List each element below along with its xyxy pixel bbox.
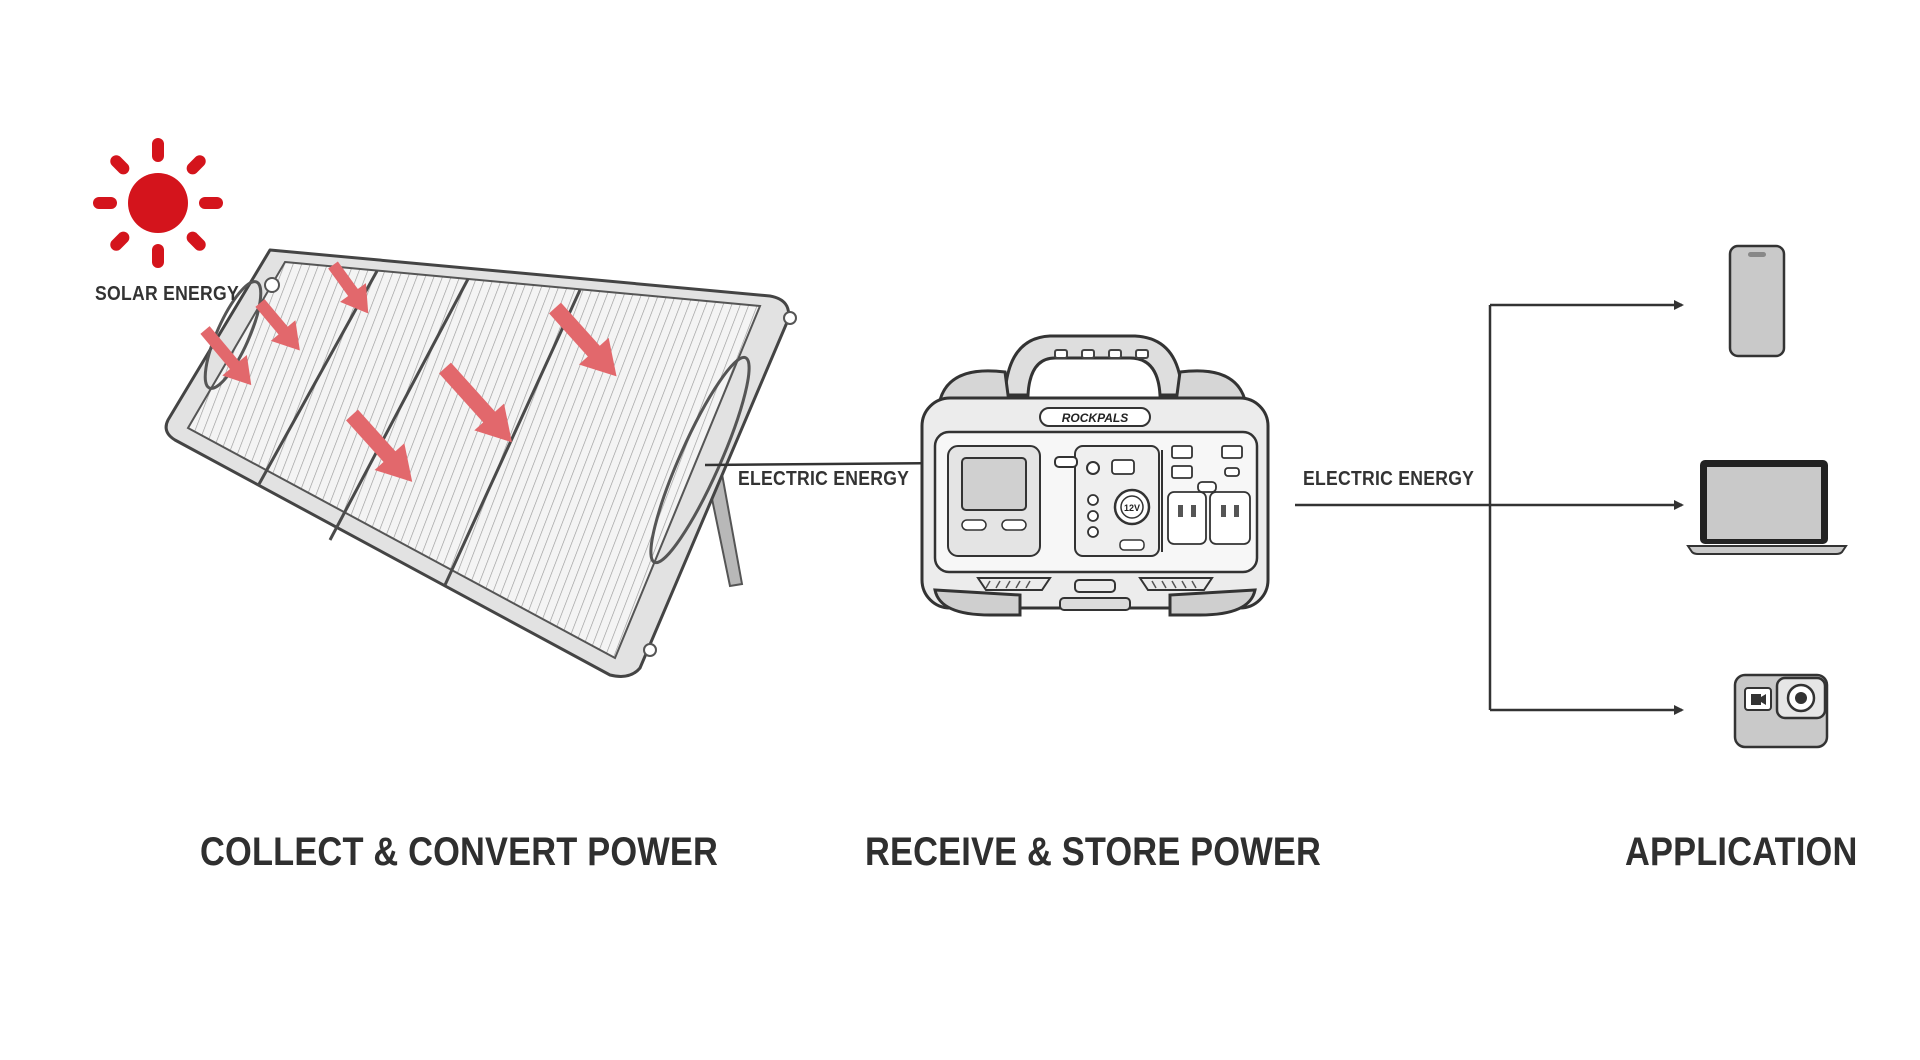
outlet-12v-label: 12V	[1124, 503, 1140, 513]
ray-arrow	[346, 409, 413, 482]
electric-energy-label-right: ELECTRIC ENERGY	[1303, 468, 1475, 490]
ray-arrow	[549, 302, 617, 377]
action-camera-icon	[1733, 673, 1829, 749]
electric-energy-label-left: ELECTRIC ENERGY	[738, 468, 910, 490]
ray-arrow	[200, 326, 252, 386]
ray-arrow	[255, 299, 300, 351]
output-lines	[1295, 300, 1684, 715]
sun-icon	[93, 138, 223, 268]
smartphone-icon	[1728, 244, 1786, 358]
laptop-icon	[1686, 460, 1848, 555]
ray-arrow	[328, 261, 369, 314]
power-station: ROCKPALS 12V	[920, 334, 1270, 617]
stage-title-store: RECEIVE & STORE POWER	[865, 830, 1321, 874]
ray-arrow	[439, 362, 512, 443]
solar-panel	[164, 248, 797, 678]
solar-energy-label: SOLAR ENERGY	[95, 283, 239, 305]
brand-logo: ROCKPALS	[1062, 411, 1128, 425]
stage-title-collect: COLLECT & CONVERT POWER	[200, 830, 719, 874]
stage-title-application: APPLICATION	[1625, 830, 1858, 874]
sun-ray-arrows	[200, 261, 617, 482]
